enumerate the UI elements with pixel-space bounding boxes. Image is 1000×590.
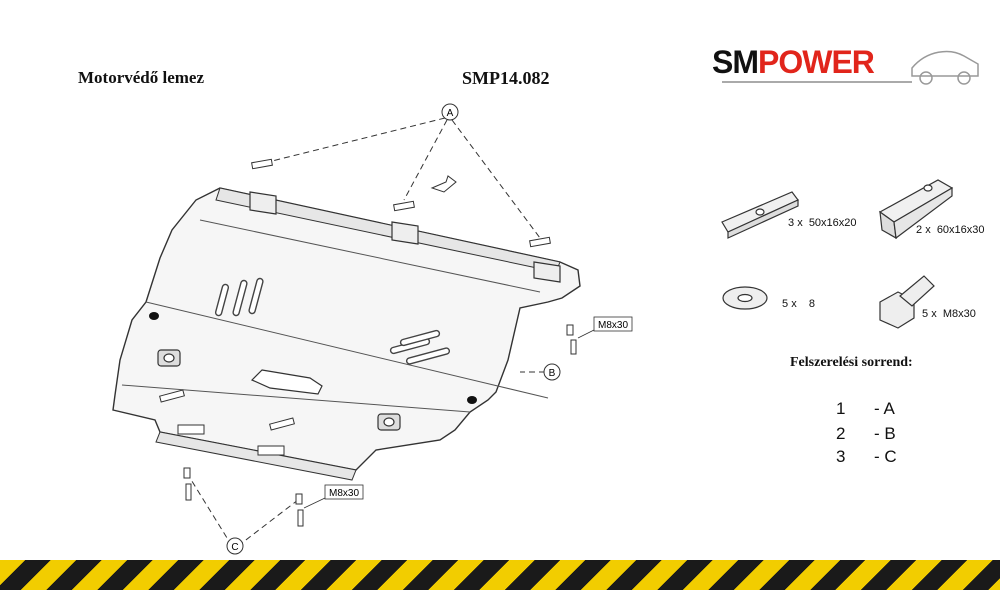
logo-text-sm: SM bbox=[712, 44, 759, 80]
leader-lines bbox=[189, 117, 545, 547]
part-qty: 2 bbox=[916, 224, 923, 236]
bolts bbox=[183, 324, 577, 527]
part-sep: x bbox=[791, 298, 797, 310]
part-bolt: 5 x M8x30 bbox=[922, 308, 976, 320]
callout-a-circle: A bbox=[441, 103, 459, 121]
square-mounts bbox=[157, 349, 401, 431]
logo-text-power: POWER bbox=[758, 44, 875, 80]
product-name: Motorvédő lemez bbox=[78, 68, 205, 87]
callout-b-circle: B bbox=[543, 363, 561, 381]
part-spec: 60x16x30 bbox=[936, 224, 985, 236]
part-spec: 8 bbox=[808, 298, 816, 310]
part-qty: 3 bbox=[788, 217, 795, 229]
step-label: - C bbox=[874, 447, 897, 466]
part-spec: M8x30 bbox=[942, 308, 976, 320]
center-cutout bbox=[250, 369, 323, 395]
car-silhouette-icon bbox=[722, 50, 979, 85]
step-label: - B bbox=[874, 424, 896, 443]
nut-plate-50x16x20-icon bbox=[721, 191, 799, 239]
bolt-label-bottom: M8x30 bbox=[329, 488, 359, 499]
rear-lip bbox=[155, 431, 357, 481]
mount-holes bbox=[149, 312, 477, 404]
hazard-stripe bbox=[0, 560, 1000, 590]
step-number: 1 bbox=[836, 399, 846, 418]
nut-plate-60x16x30-icon bbox=[878, 179, 954, 240]
bolt-label-right: M8x30 bbox=[598, 320, 628, 331]
part-washer: 5 x 8 bbox=[782, 298, 815, 310]
front-tabs bbox=[249, 191, 561, 283]
part-qty: 5 bbox=[922, 308, 929, 320]
skid-plate bbox=[112, 187, 581, 471]
part-nut-plate-small: 3 x 50x16x20 bbox=[788, 217, 857, 229]
step-label: - A bbox=[874, 399, 895, 418]
nut-plates-c bbox=[159, 389, 295, 456]
callout-c: C bbox=[231, 542, 238, 553]
part-sep: x bbox=[931, 308, 937, 320]
washer-icon bbox=[722, 286, 768, 310]
part-sep: x bbox=[925, 224, 931, 236]
product-code: SMP14.082 bbox=[462, 68, 550, 88]
callout-b: B bbox=[549, 368, 556, 379]
nut-plates-a bbox=[251, 158, 551, 248]
bolt-label-bottom-box: M8x30 bbox=[303, 484, 364, 509]
bolt-m8x30-icon bbox=[879, 275, 935, 329]
skid-plate-diagram: A B C M8x30 M8x30 bbox=[112, 103, 954, 555]
step-number: 3 bbox=[836, 447, 846, 466]
part-qty: 5 bbox=[782, 298, 789, 310]
smpower-logo: SMPOWER bbox=[712, 38, 982, 90]
stiffening-ribs bbox=[214, 277, 451, 365]
part-sep: x bbox=[797, 217, 803, 229]
callout-a: A bbox=[447, 108, 454, 119]
callout-c-circle: C bbox=[226, 537, 244, 555]
step-number: 2 bbox=[836, 424, 846, 443]
sequence-title: Felszerelési sorrend: bbox=[790, 355, 913, 370]
part-nut-plate-large: 2 x 60x16x30 bbox=[916, 224, 985, 236]
part-spec: 50x16x20 bbox=[808, 217, 857, 229]
bolt-label-right-box: M8x30 bbox=[577, 316, 633, 339]
bend-lines bbox=[121, 219, 549, 413]
